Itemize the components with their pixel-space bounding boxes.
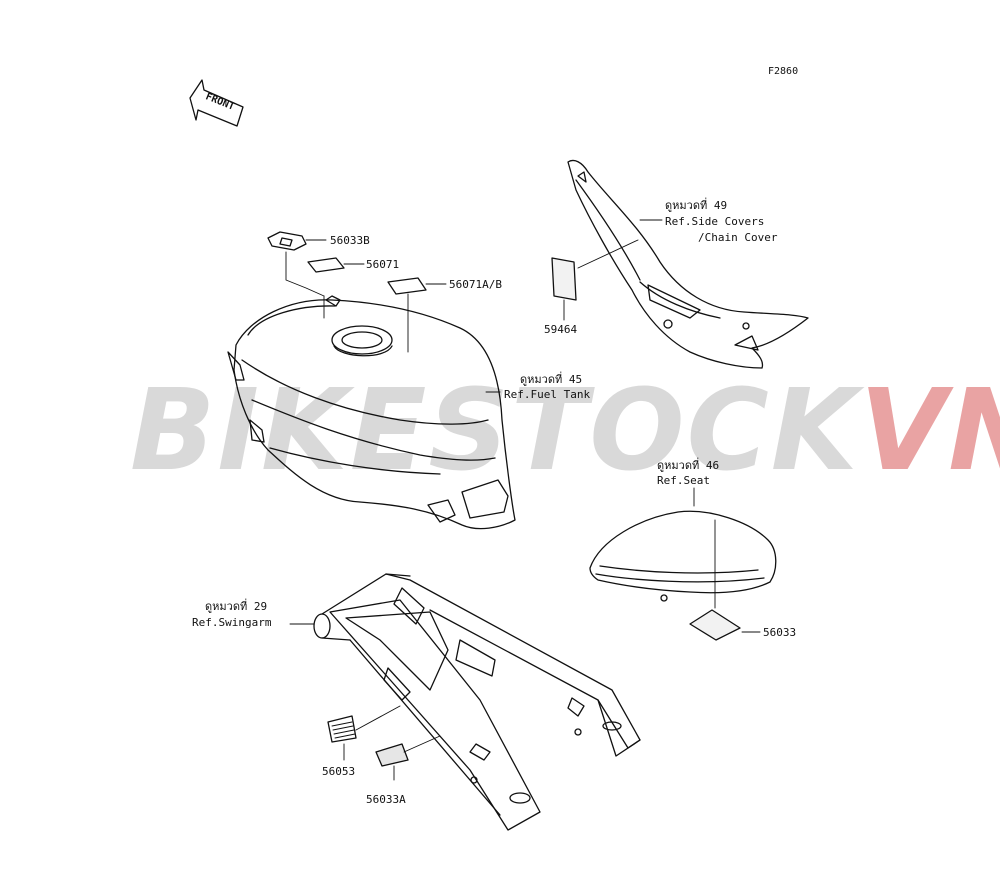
label-56033B-icon <box>267 231 307 251</box>
part-56033A: 56033A <box>366 793 406 806</box>
fuel-tank-drawing <box>227 295 516 530</box>
label-56071AB-icon <box>387 277 427 295</box>
ref-swingarm-thai: ดูหมวดที่ 29 <box>205 600 268 613</box>
ref-side-covers-line2: /Chain Cover <box>698 231 778 244</box>
figure-code: F2860 <box>768 66 799 77</box>
label-56033A-icon <box>375 743 409 767</box>
ref-seat-thai: ดูหมวดที่ 46 <box>657 459 720 472</box>
ref-side-covers-thai: ดูหมวดที่ 49 <box>665 199 728 212</box>
seat-drawing <box>589 510 777 602</box>
part-56071AB: 56071A/B <box>449 278 502 291</box>
ref-seat-line1: Ref.Seat <box>657 474 710 487</box>
watermark-part2: VN <box>859 366 1000 496</box>
label-56071-icon <box>307 257 345 273</box>
part-56053: 56053 <box>322 765 356 778</box>
part-56071: 56071 <box>366 258 400 271</box>
front-arrow-text: FRONT <box>204 91 236 112</box>
side-cover-drawing <box>567 159 809 369</box>
label-56033-icon <box>689 609 741 641</box>
ref-fuel-tank-line1: Ref.Fuel Tank <box>504 388 591 401</box>
swingarm-drawing <box>313 573 641 831</box>
part-56033B: 56033B <box>330 234 370 247</box>
label-56053-icon <box>327 715 357 743</box>
label-59464-icon <box>551 257 577 301</box>
part-56033: 56033 <box>763 626 797 639</box>
ref-fuel-tank-thai: ดูหมวดที่ 45 <box>520 373 583 386</box>
part-59464: 59464 <box>544 323 578 336</box>
ref-side-covers-line1: Ref.Side Covers <box>665 215 765 228</box>
leader-lines <box>285 219 761 781</box>
front-arrow-icon: FRONT <box>189 79 244 127</box>
ref-swingarm-line1: Ref.Swingarm <box>192 616 272 629</box>
